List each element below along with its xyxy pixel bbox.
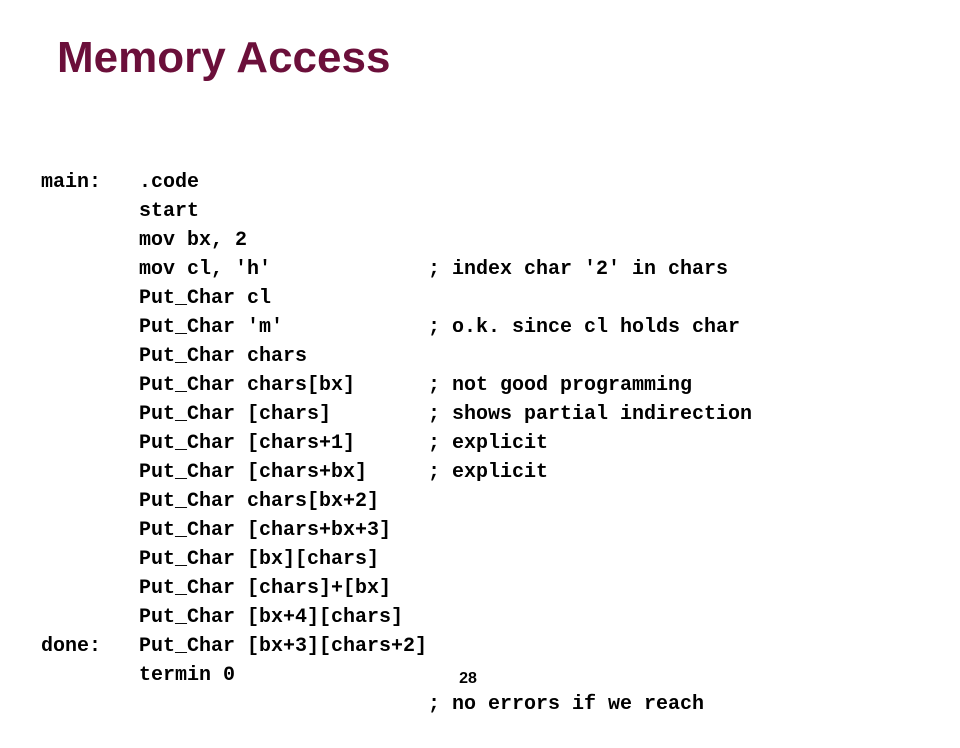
code-instruction: Put_Char [bx+4][chars] <box>139 606 404 629</box>
code-instruction: Put_Char [chars+bx] <box>139 461 368 484</box>
code-listing: .code main: start mov bx, 2 ; index char… <box>0 110 960 716</box>
code-instruction: termin 0 <box>139 664 236 687</box>
code-comment: ; explicit <box>428 432 549 455</box>
code-line: Put_Char [chars] ; explicit <box>0 342 960 455</box>
code-instruction: start <box>139 200 200 223</box>
slide: Memory Access .code main: start mov bx, … <box>0 33 960 716</box>
code-line: Put_Char chars ; not good programming <box>0 284 960 397</box>
code-line: Put_Char cl ; o.k. since cl holds char <box>0 226 960 339</box>
code-comment: ; no errors if we reach <box>428 693 705 716</box>
code-label: main: <box>41 171 102 194</box>
code-line: Put_Char [bx+4][chars] <box>0 545 960 629</box>
code-line: done: termin 0 ; no errors if we reach <box>0 603 960 716</box>
code-instruction: Put_Char [chars] <box>139 403 332 426</box>
code-line: mov bx, 2 ; index char '2' in chars <box>0 168 960 281</box>
code-instruction: Put_Char [chars+bx+3] <box>139 519 392 542</box>
code-instruction: Put_Char [bx][chars] <box>139 548 380 571</box>
code-instruction: mov cl, 'h' <box>139 258 272 281</box>
code-instruction: Put_Char [chars]+[bx] <box>139 577 392 600</box>
code-instruction: Put_Char cl <box>139 287 272 310</box>
code-line: Put_Char [chars+bx] <box>0 400 960 484</box>
code-instruction: Put_Char chars[bx+2] <box>139 490 380 513</box>
code-comment: ; index char '2' in chars <box>428 258 729 281</box>
code-comment: ; o.k. since cl holds char <box>428 316 741 339</box>
code-instruction: Put_Char 'm' <box>139 316 284 339</box>
slide-title: Memory Access <box>57 33 391 82</box>
code-line: Put_Char chars[bx+2] <box>0 429 960 513</box>
code-line: Put_Char [bx+3][chars+2] <box>0 574 960 658</box>
code-line: main: start <box>0 139 960 223</box>
code-line: mov cl, 'h' <box>0 197 960 281</box>
code-comment: ; explicit <box>428 461 549 484</box>
code-instruction: Put_Char [chars+1] <box>139 432 356 455</box>
code-comment: ; shows partial indirection <box>428 403 753 426</box>
code-line: Put_Char chars[bx] ; shows partial indir… <box>0 313 960 426</box>
code-instruction: Put_Char [bx+3][chars+2] <box>139 635 428 658</box>
code-line: .code <box>0 110 960 194</box>
page-number: 28 <box>459 670 477 687</box>
code-line: Put_Char [bx][chars] <box>0 487 960 571</box>
code-line: Put_Char 'm' <box>0 255 960 339</box>
code-line: Put_Char [chars]+[bx] <box>0 516 960 600</box>
code-instruction: Put_Char chars[bx] <box>139 374 356 397</box>
code-line: Put_Char [chars+1] ; explicit <box>0 371 960 484</box>
code-line: Put_Char [chars+bx+3] <box>0 458 960 542</box>
code-comment: ; not good programming <box>428 374 693 397</box>
code-label: done: <box>41 635 102 658</box>
code-instruction: mov bx, 2 <box>139 229 248 252</box>
code-instruction: .code <box>139 171 200 194</box>
code-instruction: Put_Char chars <box>139 345 308 368</box>
